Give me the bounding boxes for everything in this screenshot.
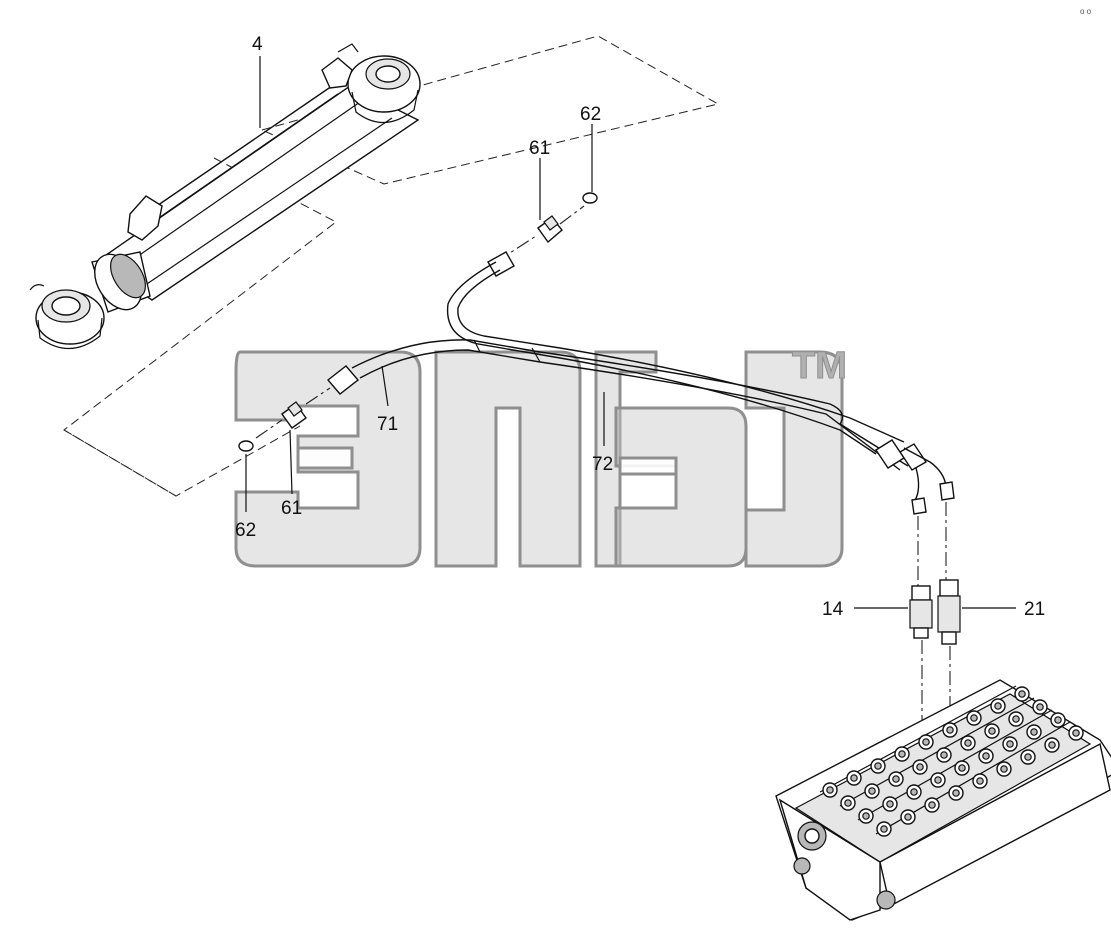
valve-port-core	[892, 775, 900, 783]
valve-port-core	[916, 763, 924, 771]
valve-port-core	[952, 789, 960, 797]
watermark-logo	[234, 350, 844, 568]
valve-port-core	[922, 738, 930, 746]
valve-port-core	[982, 752, 990, 760]
valve-port-core	[844, 799, 852, 807]
valve-port-core	[946, 726, 954, 734]
oring-upper	[582, 192, 598, 204]
valve-port-core	[1036, 703, 1044, 711]
valve-port-core	[1048, 741, 1056, 749]
valve-port-core	[928, 801, 936, 809]
valve-port-core	[1054, 716, 1062, 724]
valve-port-core	[1030, 728, 1038, 736]
callout-4: 4	[252, 34, 263, 55]
fitting-lower	[255, 387, 331, 439]
valve-port-core	[1018, 690, 1026, 698]
valve-port-core	[970, 714, 978, 722]
valve-port-core	[826, 786, 834, 794]
valve-port-core	[958, 764, 966, 772]
callout-21: 21	[1024, 599, 1045, 620]
callout-leaders	[245, 56, 1016, 609]
callout-14: 14	[822, 599, 844, 620]
valve-port-core	[1000, 765, 1008, 773]
valve-port-core	[850, 774, 858, 782]
valve-port-core	[868, 787, 876, 795]
valve-port-core	[964, 739, 972, 747]
hose-72	[446, 251, 955, 501]
valve-port-core	[910, 788, 918, 796]
adapter-14	[909, 516, 933, 730]
callout-61-upper: 61	[529, 138, 550, 159]
valve-port-core	[904, 813, 912, 821]
corner-mark: o o	[1080, 7, 1092, 16]
oring-lower	[238, 440, 254, 452]
valve-port-core	[898, 750, 906, 758]
watermark-tm: TM	[792, 345, 847, 387]
hose-71	[326, 339, 927, 515]
valve-port-core	[934, 776, 942, 784]
callout-71: 71	[377, 414, 398, 435]
callout-61-lower: 61	[281, 498, 302, 519]
valve-port-core	[1006, 740, 1014, 748]
valve-port-grid	[822, 686, 1084, 837]
valve-port-core	[1024, 753, 1032, 761]
hydraulic-cylinder	[29, 43, 421, 350]
valve-port-core	[994, 702, 1002, 710]
assembly-outline-lower	[63, 157, 337, 497]
valve-port-core	[862, 812, 870, 820]
valve-port-core	[988, 727, 996, 735]
valve-port-core	[940, 751, 948, 759]
callout-62-upper: 62	[580, 104, 601, 125]
valve-port-core	[886, 800, 894, 808]
valve-port-core	[1012, 715, 1020, 723]
valve-port-core	[976, 777, 984, 785]
valve-port-core	[880, 825, 888, 833]
callout-62-lower: 62	[235, 520, 256, 541]
valve-port-core	[874, 762, 882, 770]
valve-port-core	[1072, 729, 1080, 737]
callout-72: 72	[592, 454, 613, 475]
